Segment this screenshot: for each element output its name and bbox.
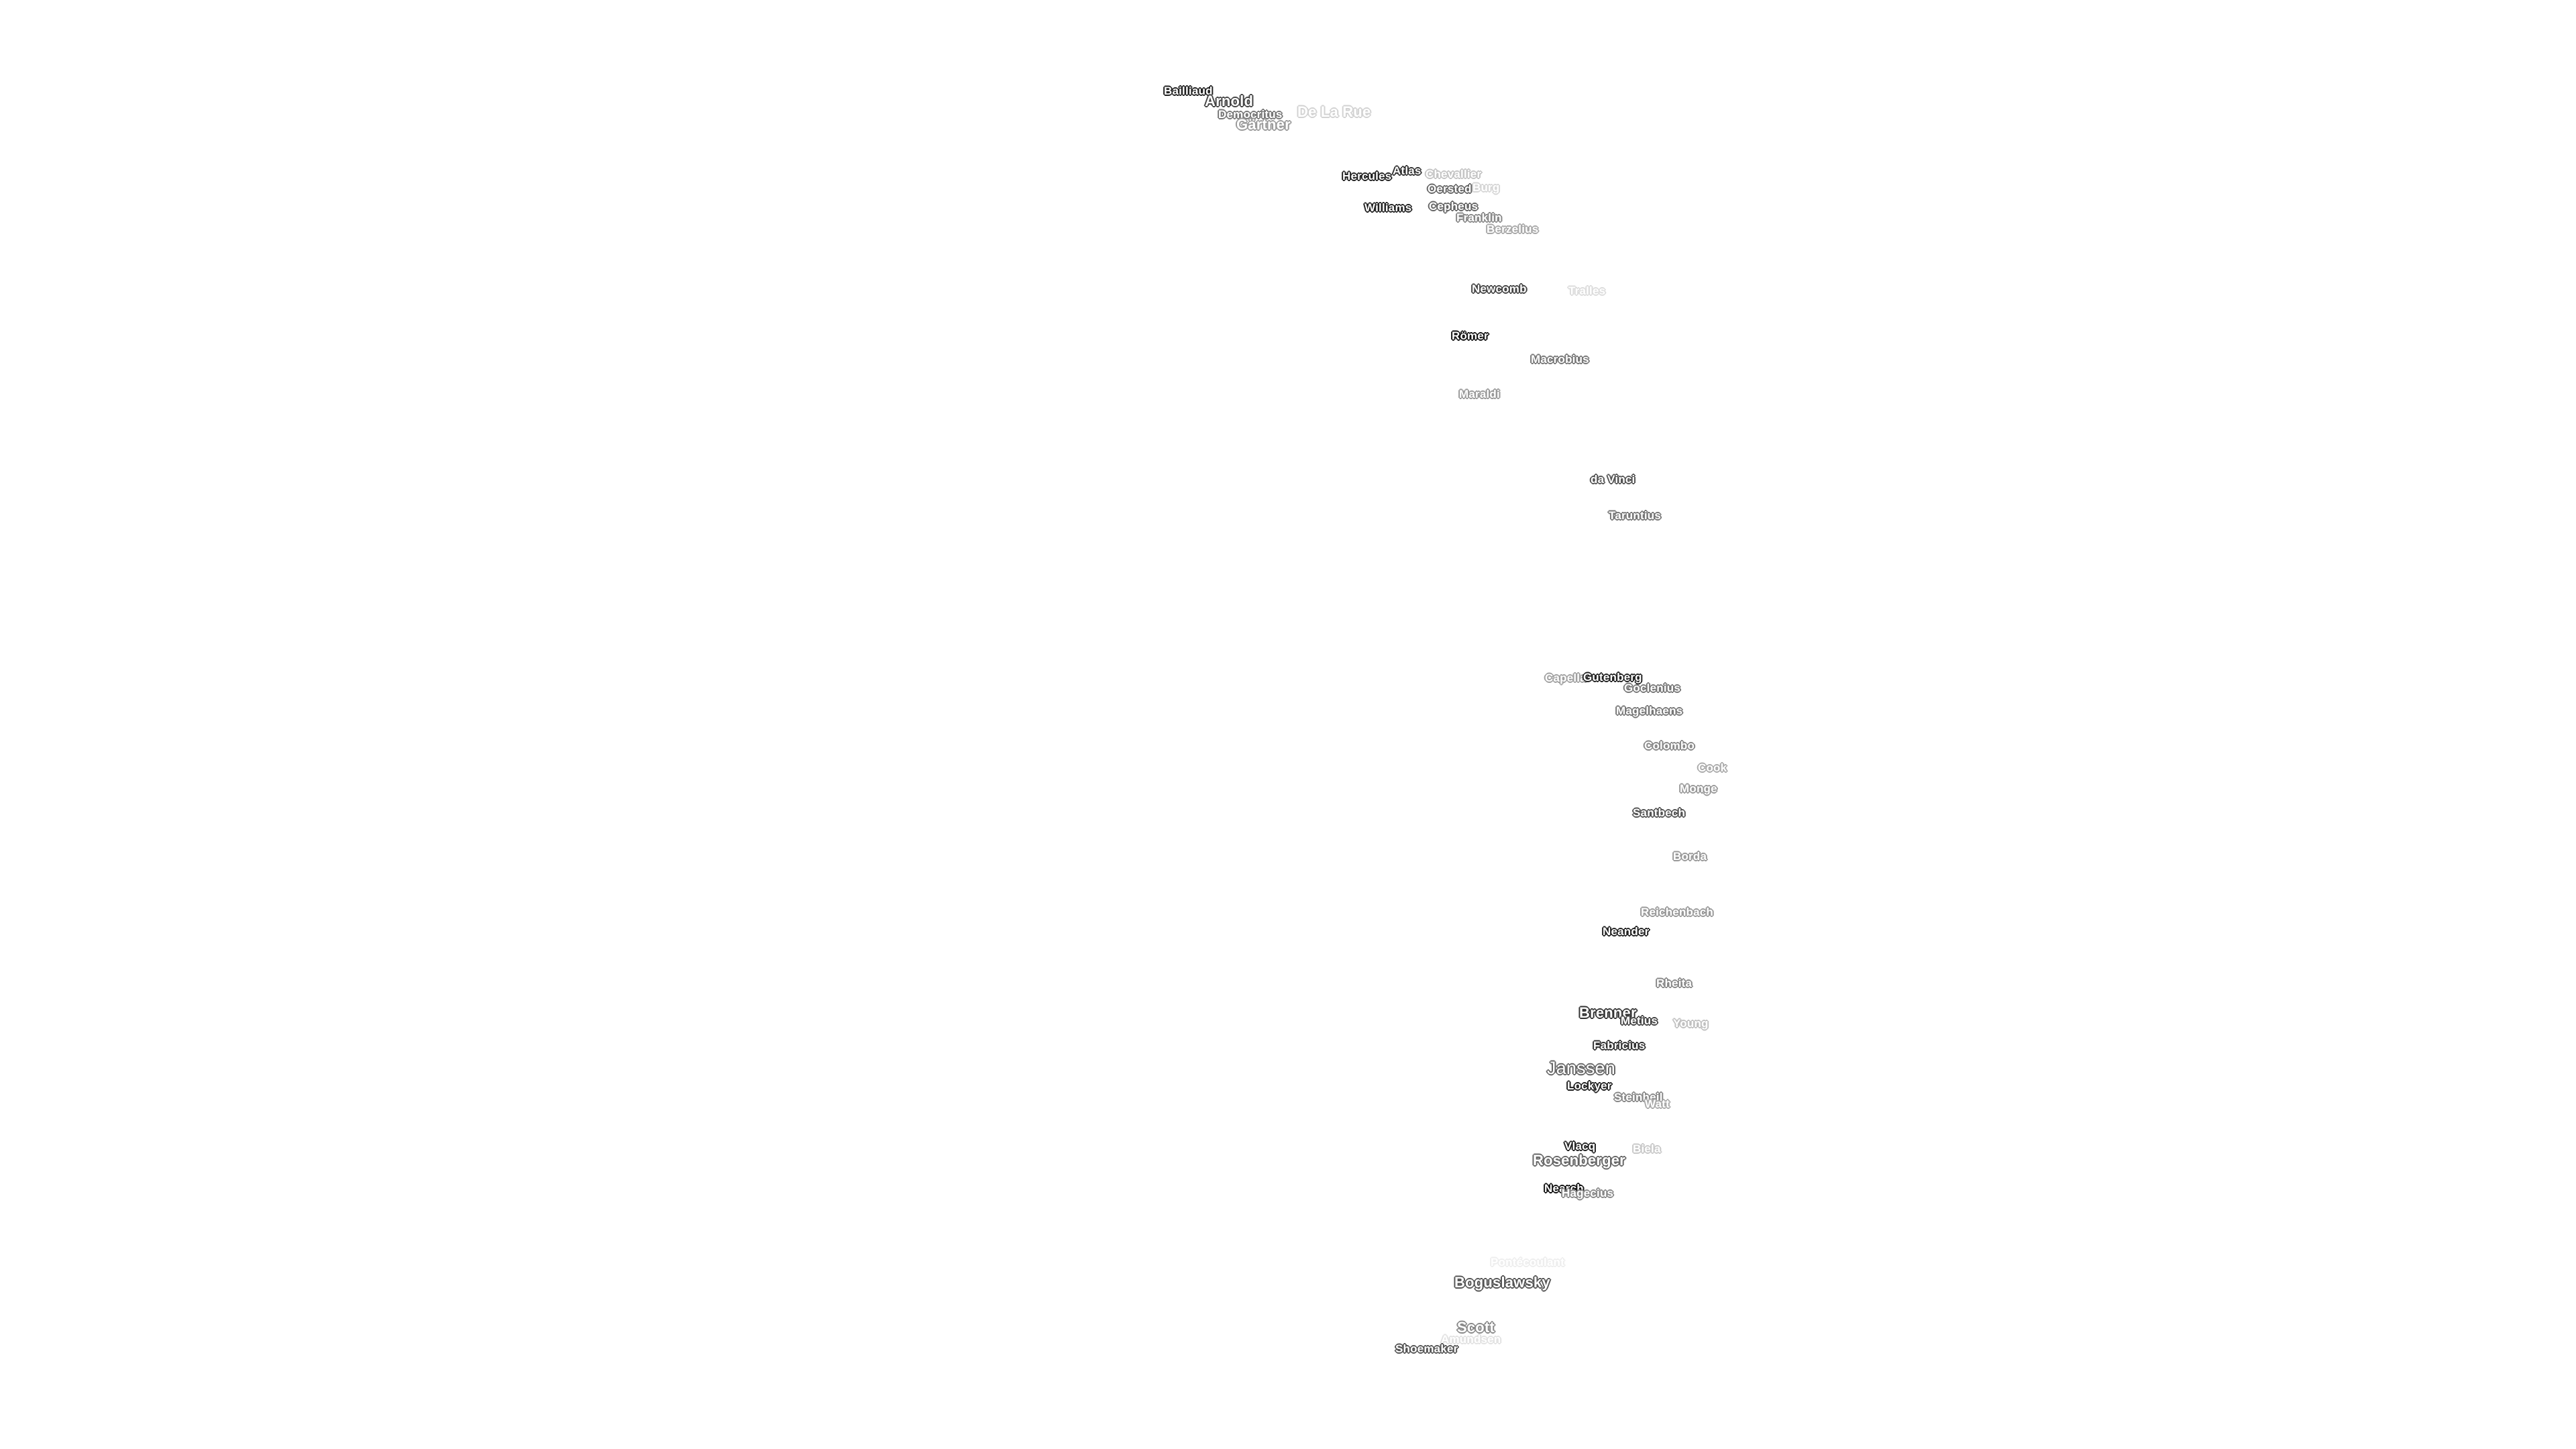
crater-label-burg[interactable]: Burg — [1472, 181, 1500, 194]
crater-label-newcomb[interactable]: Newcomb — [1472, 282, 1527, 295]
crater-label-rosenberger[interactable]: Rosenberger — [1533, 1152, 1625, 1169]
crater-label-lockyer[interactable]: Lockyer — [1567, 1079, 1612, 1092]
crater-label-romer[interactable]: Römer — [1452, 329, 1489, 342]
crater-label-da-vinci[interactable]: da Vinci — [1591, 473, 1635, 486]
crater-label-oersted[interactable]: Oersted — [1428, 182, 1472, 195]
crater-label-neander[interactable]: Neander — [1603, 925, 1650, 938]
crater-label-reichenbach[interactable]: Reichenbach — [1641, 906, 1714, 918]
crater-label-janssen[interactable]: Janssen — [1547, 1058, 1615, 1078]
crater-label-atlas[interactable]: Atlas — [1393, 164, 1421, 177]
crater-label-monge[interactable]: Monge — [1680, 782, 1717, 795]
crater-label-shoemaker[interactable]: Shoemaker — [1395, 1342, 1458, 1355]
crater-label-watt[interactable]: Watt — [1645, 1097, 1670, 1110]
crater-label-steinheil[interactable]: Steinheil — [1614, 1091, 1663, 1104]
crater-label-goclenius[interactable]: Goclenius — [1624, 682, 1680, 694]
crater-label-hagecius[interactable]: Hagecius — [1562, 1187, 1614, 1199]
crater-label-arnold[interactable]: Arnold — [1205, 93, 1254, 109]
crater-label-vlacq[interactable]: Vlacq — [1564, 1140, 1596, 1152]
crater-label-metius[interactable]: Metius — [1621, 1014, 1658, 1027]
crater-label-capella[interactable]: Capella — [1545, 672, 1587, 684]
crater-label-tralles[interactable]: Tralles — [1568, 284, 1606, 297]
crater-label-pontecoulant[interactable]: Pontécoulant — [1491, 1256, 1565, 1269]
crater-label-biela[interactable]: Biela — [1633, 1142, 1661, 1155]
crater-label-maraldi[interactable]: Maraldi — [1459, 388, 1500, 400]
crater-label-bailliaud[interactable]: Bailliaud — [1164, 85, 1213, 97]
crater-label-colombo[interactable]: Colombo — [1644, 739, 1695, 752]
crater-label-borda[interactable]: Borda — [1673, 850, 1707, 863]
crater-label-macrobius[interactable]: Macrobius — [1531, 353, 1589, 366]
crater-label-boguslawsky[interactable]: Boguslawsky — [1454, 1274, 1550, 1291]
crater-label-democritus[interactable]: Democritus — [1218, 108, 1283, 121]
crater-label-hercules[interactable]: Hercules — [1342, 170, 1392, 182]
crater-label-taruntius[interactable]: Taruntius — [1609, 509, 1661, 522]
crater-label-williams[interactable]: Williams — [1364, 201, 1412, 214]
crater-label-rheita[interactable]: Rheita — [1656, 977, 1693, 989]
crater-label-fabricius[interactable]: Fabricius — [1593, 1039, 1646, 1052]
crater-label-magelhaens[interactable]: Magelhaens — [1616, 704, 1683, 717]
crater-label-scott[interactable]: Scott — [1457, 1319, 1495, 1336]
crater-label-gutenberg[interactable]: Gutenberg — [1583, 671, 1642, 684]
crater-label-young[interactable]: Young — [1673, 1017, 1709, 1030]
crater-label-franklin[interactable]: Franklin — [1456, 211, 1502, 224]
crater-label-chevallier[interactable]: Chevallier — [1426, 168, 1482, 180]
crater-label-gartner[interactable]: Gärtner — [1236, 116, 1291, 133]
crater-label-de-la-rue[interactable]: De La Rue — [1297, 103, 1371, 120]
crater-label-nearch[interactable]: Nearch — [1544, 1182, 1584, 1195]
crater-label-cook[interactable]: Cook — [1698, 761, 1727, 774]
crater-label-santbech[interactable]: Santbech — [1633, 806, 1686, 819]
crater-label-berzelius[interactable]: Berzelius — [1487, 223, 1539, 235]
crater-label-brenner[interactable]: Brenner — [1579, 1004, 1637, 1021]
crater-label-cepheus[interactable]: Cepheus — [1429, 200, 1479, 213]
crater-label-amundsen[interactable]: Amundsen — [1441, 1333, 1501, 1346]
